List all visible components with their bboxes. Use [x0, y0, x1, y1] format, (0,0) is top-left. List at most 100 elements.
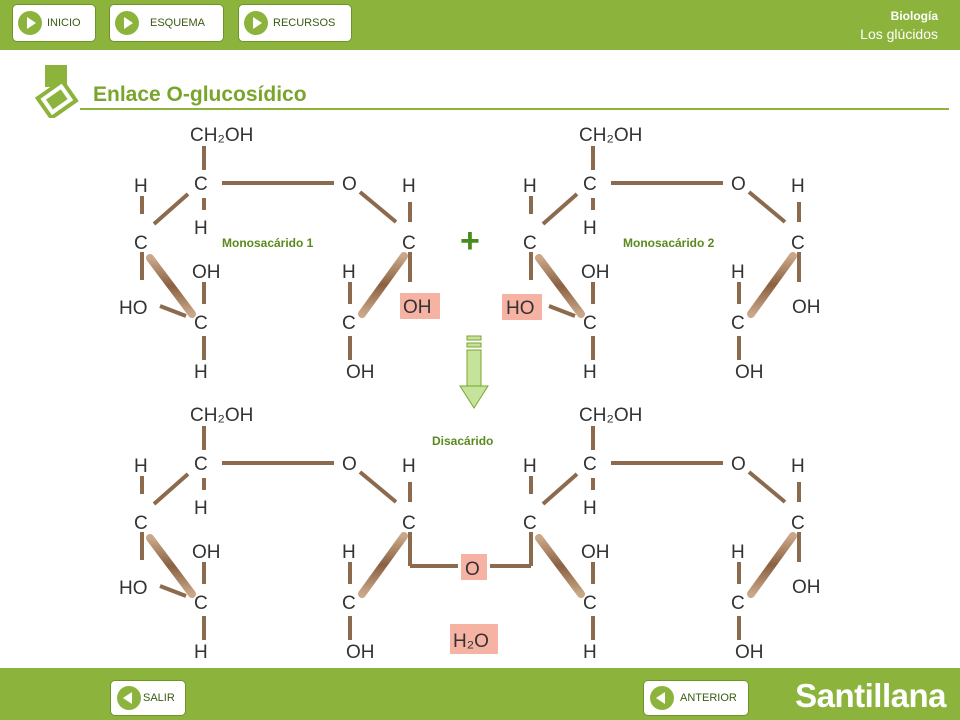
atom-label: H	[523, 176, 537, 197]
back-arrow-icon	[117, 686, 141, 710]
atom-label: OH	[581, 262, 610, 283]
santillana-logo: Santillana	[795, 677, 946, 714]
atom-label: C	[402, 233, 416, 254]
back-arrow-icon	[650, 686, 674, 710]
atom-label: CH₂OH	[579, 125, 642, 146]
subject-info: Biología Los glúcidos	[860, 7, 938, 43]
atom-label: C	[791, 513, 805, 534]
atom-label: H	[194, 642, 208, 663]
atom-label: H	[523, 456, 537, 477]
subject-name: Biología	[890, 9, 938, 23]
atom-label: OH	[792, 297, 821, 318]
atom-label: C	[194, 174, 208, 195]
atom-label: H	[583, 498, 597, 519]
atom-label: C	[731, 593, 745, 614]
atom-label: O	[731, 454, 746, 475]
atom-label: H	[731, 262, 745, 283]
atom-label: CH₂OH	[579, 405, 642, 426]
disaccharide-left-ring: CH₂OH C O H H H C C OH H HO C C H OH	[119, 405, 458, 663]
atom-label: HO	[119, 578, 148, 599]
atom-label: C	[194, 454, 208, 475]
atom-label: OH	[792, 577, 821, 598]
atom-label: C	[731, 313, 745, 334]
salir-button[interactable]: SALIR	[110, 680, 186, 716]
atom-label: H	[194, 498, 208, 519]
atom-label: H	[791, 456, 805, 477]
atom-label: H	[731, 542, 745, 563]
atom-label: H	[134, 456, 148, 477]
atom-label: OH	[735, 362, 764, 383]
atom-label: H	[791, 176, 805, 197]
atom-label: CH₂OH	[190, 125, 253, 146]
atom-label: C	[194, 593, 208, 614]
atom-label: H	[194, 362, 208, 383]
atom-label: O	[342, 454, 357, 475]
atom-label: HO	[119, 298, 148, 319]
atom-label: CH₂OH	[190, 405, 253, 426]
atom-label: H	[134, 176, 148, 197]
salir-label: SALIR	[143, 692, 175, 704]
inicio-label: INICIO	[47, 17, 81, 29]
play-icon	[244, 11, 268, 35]
monosaccharide-1-label: Monosacárido 1	[222, 236, 314, 250]
atom-label: O	[342, 174, 357, 195]
water-molecule: H₂O	[453, 631, 489, 652]
play-icon	[18, 11, 42, 35]
monosaccharide-2-ring: CH₂OH C O H H H C C OH H HO OH C C H OH	[502, 125, 821, 383]
play-icon	[115, 11, 139, 35]
atom-label: O	[731, 174, 746, 195]
atom-label: OH	[192, 262, 221, 283]
title-divider	[80, 108, 949, 110]
atom-label: C	[134, 233, 148, 254]
page-title: Enlace O-glucosídico	[93, 83, 307, 106]
atom-label: C	[194, 313, 208, 334]
recursos-button[interactable]: RECURSOS	[238, 4, 352, 42]
atom-label: C	[402, 513, 416, 534]
atom-label: HO	[506, 298, 535, 319]
atom-label: H	[402, 456, 416, 477]
atom-label: C	[583, 174, 597, 195]
atom-label: C	[583, 313, 597, 334]
esquema-label: ESQUEMA	[150, 17, 206, 29]
atom-label: H	[342, 262, 356, 283]
recursos-label: RECURSOS	[273, 17, 336, 29]
esquema-button[interactable]: ESQUEMA	[109, 4, 224, 42]
monosaccharide-1-ring: CH₂OH C O H H H C C OH H HO OH C C H OH	[119, 125, 440, 383]
oh-highlight	[400, 293, 440, 319]
anterior-label: ANTERIOR	[680, 692, 737, 704]
bridge-oxygen-highlight	[461, 554, 487, 580]
section-icon	[34, 63, 79, 118]
monosaccharide-2-label: Monosacárido 2	[623, 236, 715, 250]
atom-label: H	[583, 642, 597, 663]
atom-label: OH	[403, 297, 432, 318]
anterior-button[interactable]: ANTERIOR	[643, 680, 749, 716]
inicio-button[interactable]: INICIO	[12, 4, 96, 42]
atom-label: OH	[346, 642, 375, 663]
reaction-arrow-icon	[459, 335, 489, 409]
atom-label: OH	[581, 542, 610, 563]
bridge-oxygen: O	[465, 559, 480, 580]
atom-label: OH	[735, 642, 764, 663]
atom-label: H	[402, 176, 416, 197]
topic-name: Los glúcidos	[860, 26, 938, 42]
atom-label: C	[583, 454, 597, 475]
disaccharide-label: Disacárido	[432, 434, 494, 448]
plus-sign: +	[460, 222, 480, 260]
disaccharide-right-ring: CH₂OH C O H H H C C OH H OH C C H OH	[490, 405, 821, 663]
atom-label: H	[194, 218, 208, 239]
atom-label: C	[342, 313, 356, 334]
glycosidic-bond-diagram: CH₂OH C O H H H C C OH H HO OH C C H OH	[119, 125, 821, 663]
atom-label: C	[523, 233, 537, 254]
ho-highlight	[502, 294, 542, 320]
atom-label: OH	[192, 542, 221, 563]
atom-label: C	[791, 233, 805, 254]
atom-label: C	[342, 593, 356, 614]
atom-label: H	[342, 542, 356, 563]
atom-label: C	[134, 513, 148, 534]
atom-label: C	[523, 513, 537, 534]
atom-label: H	[583, 218, 597, 239]
water-highlight	[450, 624, 498, 654]
atom-label: OH	[346, 362, 375, 383]
atom-label: C	[583, 593, 597, 614]
atom-label: H	[583, 362, 597, 383]
